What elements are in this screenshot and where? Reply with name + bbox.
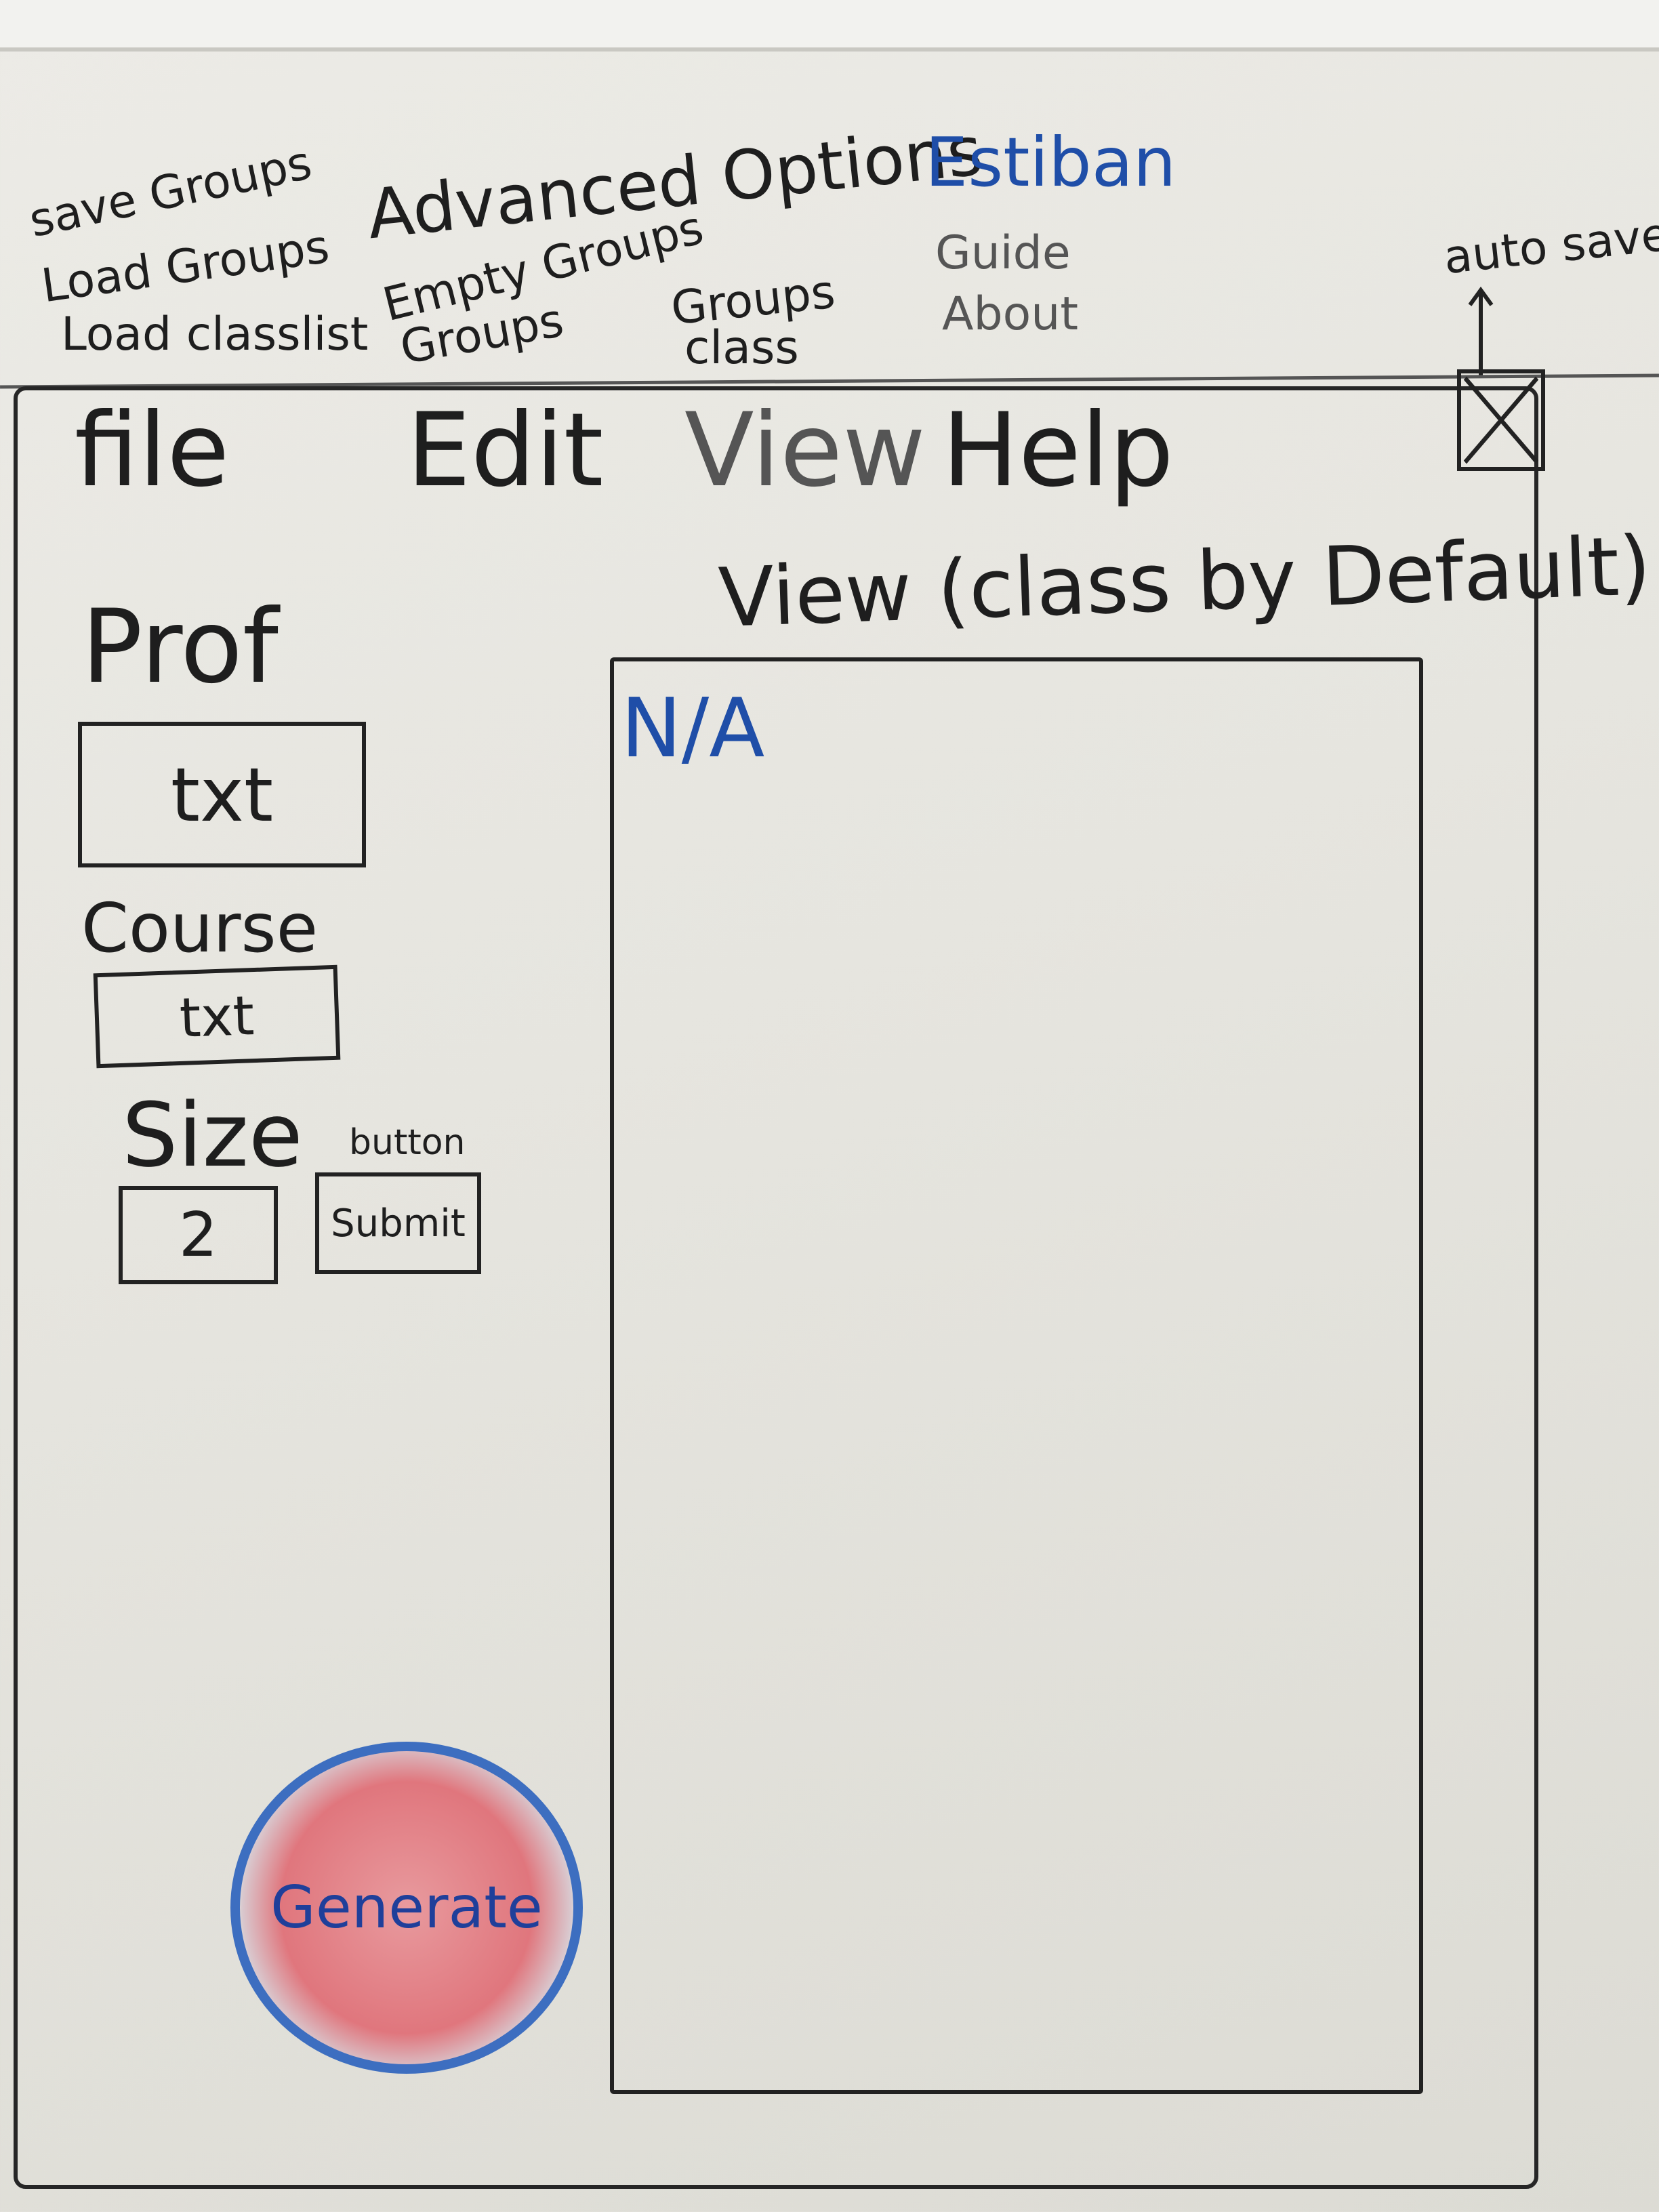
note-view-class: class — [684, 321, 799, 375]
note-estiban: Estiban — [925, 123, 1176, 202]
menu-edit[interactable]: Edit — [407, 392, 604, 510]
prof-input-value: txt — [170, 751, 274, 838]
close-button[interactable] — [1457, 369, 1545, 471]
note-button: button — [349, 1122, 466, 1163]
view-panel[interactable]: N/A — [610, 657, 1423, 2094]
size-input[interactable]: 2 — [119, 1186, 278, 1284]
note-load-classlist: Load classlist — [61, 308, 369, 361]
menu-help[interactable]: Help — [942, 392, 1174, 510]
course-label: Course — [81, 888, 319, 968]
course-input[interactable]: txt — [93, 964, 341, 1069]
menu-view[interactable]: View — [684, 392, 926, 510]
arrow-icon — [1468, 286, 1494, 376]
submit-button[interactable]: Submit — [315, 1172, 481, 1274]
whiteboard-frame — [0, 0, 1659, 52]
generate-button-label: Generate — [270, 1874, 543, 1942]
note-autosave: auto save — [1441, 207, 1659, 285]
generate-button[interactable]: Generate — [230, 1742, 583, 2074]
size-label: Size — [122, 1084, 303, 1187]
view-content-text: N/A — [621, 682, 765, 776]
prof-input[interactable]: txt — [78, 722, 366, 867]
menu-file[interactable]: file — [75, 392, 230, 510]
prof-label: Prof — [81, 588, 279, 706]
app-window — [14, 386, 1538, 2189]
note-about: About — [942, 287, 1079, 341]
course-input-value: txt — [178, 983, 255, 1050]
submit-button-label: Submit — [331, 1201, 466, 1246]
close-icon — [1463, 376, 1539, 464]
note-guide: Guide — [935, 226, 1071, 280]
size-input-value: 2 — [178, 1200, 218, 1271]
